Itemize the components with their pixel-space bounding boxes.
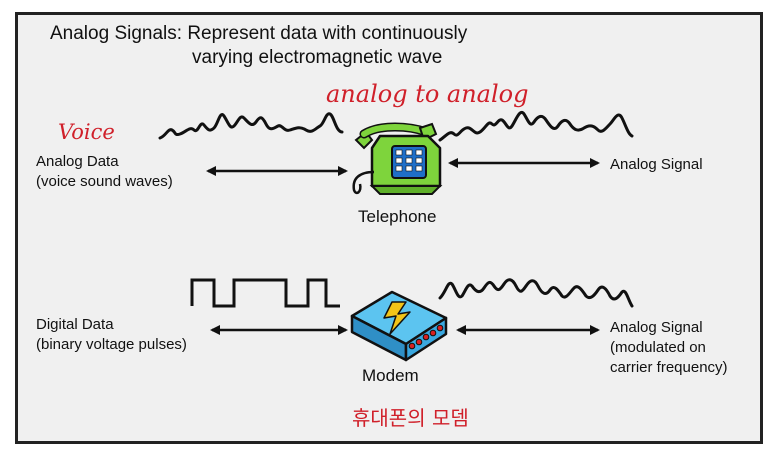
- analog-signal-sublabel-1: (modulated on: [610, 339, 706, 356]
- analog-signal-sublabel-2: carrier frequency): [610, 359, 728, 376]
- analog-signal-wave-top: [438, 111, 634, 142]
- analog-data-sublabel: (voice sound waves): [36, 173, 173, 190]
- annotation-korean-note: 휴대폰의 모뎀: [352, 406, 469, 430]
- analog-data-label: Analog Data: [36, 153, 119, 170]
- digital-data-sublabel: (binary voltage pulses): [36, 336, 187, 353]
- annotation-analog-to-analog: analog to analog: [326, 80, 529, 108]
- diagram-frame: [15, 12, 763, 444]
- title-line-1: Analog Signals: Represent data with cont…: [50, 23, 468, 44]
- modem-label: Modem: [362, 366, 419, 385]
- digital-data-label: Digital Data: [36, 316, 114, 333]
- annotation-voice: Voice: [58, 120, 115, 144]
- voice-wave: [158, 112, 344, 140]
- analog-signal-label-bottom: Analog Signal: [610, 319, 703, 336]
- modem-icon: [350, 290, 448, 362]
- title-line-2: varying electromagnetic wave: [192, 47, 443, 68]
- analog-signal-wave-bottom: [438, 278, 634, 308]
- telephone-label: Telephone: [358, 207, 437, 226]
- telephone-icon: [352, 122, 443, 195]
- digital-pulse-wave: [190, 278, 340, 308]
- analog-signal-label-top: Analog Signal: [610, 156, 703, 173]
